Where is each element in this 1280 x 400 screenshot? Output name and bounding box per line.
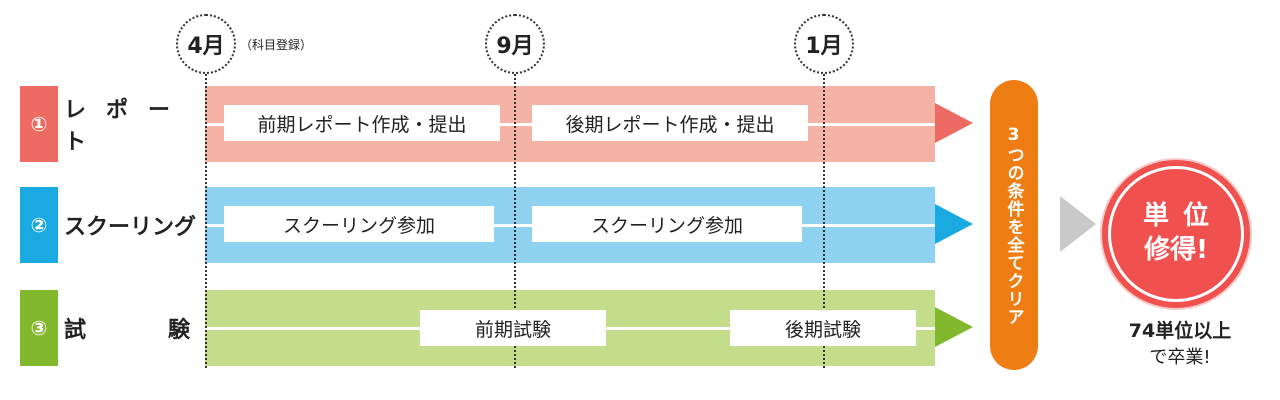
pill-first-term-exam: 前期試験 xyxy=(420,310,606,346)
row-number: ② xyxy=(20,187,58,263)
graduation-text: で卒業! xyxy=(1149,347,1211,368)
month-marker-september: 9月 xyxy=(485,14,545,74)
pill-second-term-exam: 後期試験 xyxy=(730,310,916,346)
arrow-report xyxy=(935,103,973,143)
row-number: ① xyxy=(20,86,58,162)
pill-schooling-first: スクーリング参加 xyxy=(224,206,494,242)
result-inner-ring: 単位 修得! xyxy=(1108,166,1244,302)
row-title-part: 試 xyxy=(64,318,87,343)
row-title: 試 験 xyxy=(64,290,190,366)
gray-arrow-icon xyxy=(1060,196,1096,252)
month-marker-january: 1月 xyxy=(794,14,854,74)
row-title-part: 験 xyxy=(167,318,190,343)
timeline-line-april xyxy=(205,74,207,368)
month-label: 4月 xyxy=(187,34,225,59)
month-label: 1月 xyxy=(805,34,843,59)
timeline-line-january xyxy=(823,74,825,368)
row-label-report: ① レポート xyxy=(20,86,200,162)
result-circle: 単位 修得! xyxy=(1100,158,1252,310)
pill-first-term-report: 前期レポート作成・提出 xyxy=(224,105,500,141)
graduation-requirement: 74単位以上 xyxy=(1128,320,1232,342)
timeline-line-september xyxy=(514,74,516,368)
condition-text: 3つの条件を全てクリア xyxy=(1003,124,1024,326)
month-marker-april: 4月 xyxy=(176,14,236,74)
row-title: スクーリング xyxy=(64,215,197,240)
result-line1: 単位 xyxy=(1142,201,1223,232)
result-line2: 修得! xyxy=(1144,235,1208,265)
arrow-exam xyxy=(935,307,973,347)
condition-oval: 3つの条件を全てクリア xyxy=(990,80,1038,370)
month-label: 9月 xyxy=(496,34,534,59)
month-note: （科目登録） xyxy=(240,38,313,52)
row-label-exam: ③ 試 験 xyxy=(20,290,200,366)
row-number: ③ xyxy=(20,290,58,366)
pill-second-term-report: 後期レポート作成・提出 xyxy=(532,105,808,141)
row-label-schooling: ② スクーリング xyxy=(20,187,200,263)
arrow-schooling xyxy=(935,204,973,244)
pill-schooling-second: スクーリング参加 xyxy=(532,206,802,242)
row-title: レポート xyxy=(64,98,191,155)
